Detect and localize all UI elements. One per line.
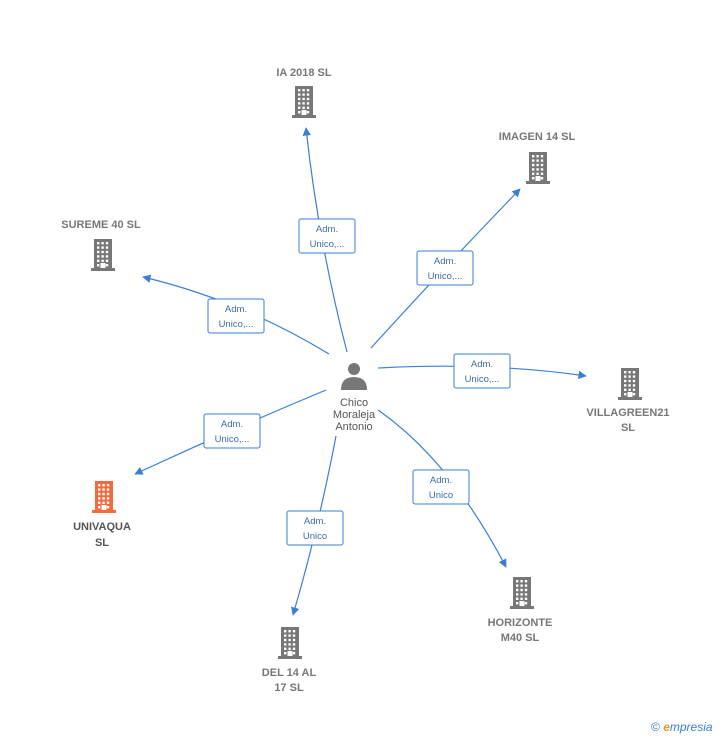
relation-role-text: Unico,... xyxy=(215,434,250,445)
company-name-univaqua[interactable]: UNIVAQUA xyxy=(73,521,131,533)
relation-role-text: Adm. xyxy=(430,475,452,486)
relation-role-text: Unico,... xyxy=(219,319,254,330)
brand-logo-e: e xyxy=(663,720,670,734)
person-name-line: Antonio xyxy=(335,421,372,433)
brand-logo-text: mpresia xyxy=(669,720,713,734)
relation-role-text: Adm. xyxy=(316,224,338,235)
company-name-ia2018[interactable]: IA 2018 SL xyxy=(276,67,332,79)
company-name-horizonte[interactable]: HORIZONTE xyxy=(488,617,553,629)
relation-role-text: Unico,... xyxy=(465,374,500,385)
company-name-sureme40[interactable]: SUREME 40 SL xyxy=(61,219,141,231)
relation-role-text: Adm. xyxy=(221,419,243,430)
relation-label-horizonte[interactable]: Adm. Unico xyxy=(412,469,470,505)
company-name-del14al17[interactable]: 17 SL xyxy=(274,682,304,694)
relation-role-text: Unico,... xyxy=(310,239,345,250)
building-icon[interactable] xyxy=(510,577,534,609)
company-name-villagreen21[interactable]: SL xyxy=(621,422,635,434)
company-name-villagreen21[interactable]: VILLAGREEN21 xyxy=(586,407,669,419)
person-name-line: Moraleja xyxy=(333,409,376,421)
building-icon[interactable] xyxy=(278,627,302,659)
relation-role-text: Adm. xyxy=(304,516,326,527)
company-name-del14al17[interactable]: DEL 14 AL xyxy=(262,667,317,679)
relation-label-sureme40[interactable]: Adm. Unico,... xyxy=(207,298,265,334)
person-icon[interactable] xyxy=(341,363,367,390)
building-icon[interactable] xyxy=(91,239,115,271)
building-icon[interactable] xyxy=(92,481,116,513)
relation-role-text: Adm. xyxy=(434,256,456,267)
relation-label-univaqua[interactable]: Adm. Unico,... xyxy=(203,413,261,449)
relation-role-text: Adm. xyxy=(471,359,493,370)
building-icon[interactable] xyxy=(292,86,316,118)
relation-role-text: Unico xyxy=(303,531,327,542)
relation-role-text: Adm. xyxy=(225,304,247,315)
relation-label-del14al17[interactable]: Adm. Unico xyxy=(286,510,344,546)
relation-role-text: Unico xyxy=(429,490,453,501)
relation-label-ia2018[interactable]: Adm. Unico,... xyxy=(298,218,356,254)
relation-label-imagen14[interactable]: Adm. Unico,... xyxy=(416,250,474,286)
person-name-line: Chico xyxy=(340,397,368,409)
company-name-horizonte[interactable]: M40 SL xyxy=(501,632,540,644)
copyright-symbol: © xyxy=(651,720,660,734)
building-icon[interactable] xyxy=(526,152,550,184)
relation-role-text: Unico,... xyxy=(428,271,463,282)
company-name-imagen14[interactable]: IMAGEN 14 SL xyxy=(499,131,576,143)
building-icon[interactable] xyxy=(618,368,642,400)
company-name-univaqua[interactable]: SL xyxy=(95,537,109,549)
relation-label-villagreen21[interactable]: Adm. Unico,... xyxy=(453,353,511,389)
empresia-watermark[interactable]: © empresia xyxy=(651,720,713,734)
